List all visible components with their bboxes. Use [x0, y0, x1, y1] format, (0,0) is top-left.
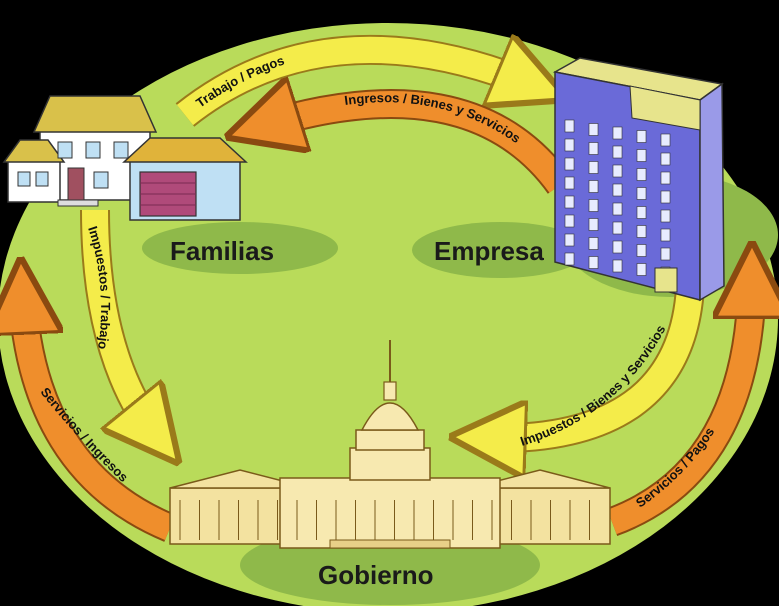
- building-window: [564, 157, 575, 171]
- building-window: [564, 252, 575, 266]
- building-window: [612, 221, 623, 235]
- building-window: [564, 176, 575, 190]
- building-window: [564, 119, 575, 133]
- building-window: [660, 228, 671, 242]
- node-label-empresa: Empresa: [434, 236, 544, 266]
- arrow-gobierno-to-familias-fill: [22, 288, 176, 541]
- building-window: [612, 240, 623, 254]
- capitol-building-icon: [169, 340, 611, 549]
- building-window: [660, 171, 671, 185]
- arrow-familias-to-gobierno-fill: [82, 209, 160, 440]
- building-window: [564, 195, 575, 209]
- building-window: [564, 233, 575, 247]
- building-window: [588, 218, 599, 231]
- building-window: [636, 244, 647, 257]
- building-window: [660, 247, 671, 261]
- building-window: [588, 161, 599, 174]
- building-window: [612, 202, 623, 216]
- building-window: [564, 138, 575, 152]
- building-window: [588, 180, 599, 193]
- building-window: [588, 199, 599, 212]
- building-window: [660, 209, 671, 223]
- office-building-icon: [552, 57, 725, 302]
- building-window: [564, 214, 575, 228]
- building-window: [612, 145, 623, 159]
- building-window: [636, 263, 647, 276]
- arrow-empresa-to-familias-fill: [255, 104, 571, 193]
- building-window: [612, 183, 623, 197]
- familias-shadow: [142, 222, 338, 274]
- building-window: [612, 126, 623, 140]
- building-window: [588, 237, 599, 250]
- building-window: [660, 152, 671, 166]
- arrow-empresa-to-gobierno-fill: [480, 287, 703, 438]
- building-window: [612, 164, 623, 178]
- house-icon: [2, 95, 248, 221]
- building-window: [636, 168, 647, 181]
- building-window: [660, 190, 671, 204]
- building-window: [636, 225, 647, 238]
- building-window: [588, 123, 599, 136]
- building-window: [612, 259, 623, 273]
- building-window: [636, 130, 647, 143]
- empresa-shadow: [412, 222, 588, 278]
- building-window: [588, 256, 599, 269]
- arrow-gobierno-to-empresa-fill: [607, 272, 752, 535]
- node-label-gobierno: Gobierno: [318, 560, 434, 590]
- building-window: [588, 142, 599, 155]
- building-window: [636, 149, 647, 162]
- building-window: [660, 133, 671, 147]
- node-label-familias: Familias: [170, 236, 274, 266]
- building-window: [636, 206, 647, 219]
- building-window: [636, 187, 647, 200]
